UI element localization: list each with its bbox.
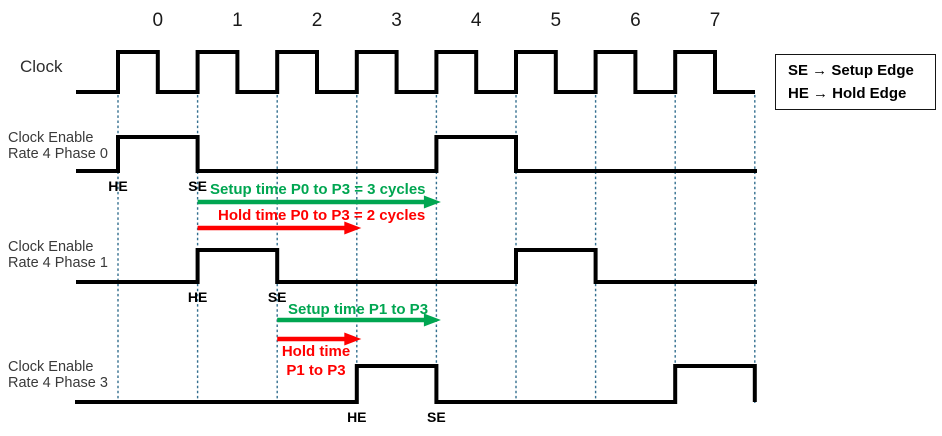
- cycle-number: 5: [550, 10, 562, 31]
- clock-enable-rate4-phase0-label-line: Rate 4 Phase 0: [8, 145, 108, 162]
- clock-label: Clock: [20, 57, 63, 77]
- legend-setup-edge-line: SE → Setup Edge: [788, 62, 914, 79]
- clock-enable-rate4-phase0-waveform: [76, 135, 757, 173]
- clock-enable-rate4-phase1-label-line: Clock Enable: [8, 239, 94, 255]
- clock-enable-rate4-phase3-label-line: Clock Enable: [8, 359, 94, 375]
- cycle-number: 3: [391, 10, 402, 31]
- clock-enable-rate4-phase0-label-line: Clock Enable: [8, 130, 94, 146]
- clock-enable-rate4-phase1-waveform: [76, 248, 757, 284]
- cycle-number: 1: [232, 10, 243, 31]
- cycle-number: 0: [152, 10, 164, 31]
- legend-box: SE → Setup Edge HE → Hold Edge: [775, 54, 936, 110]
- cycle-number: 6: [630, 10, 641, 31]
- clock-label-line: Clock: [20, 57, 63, 76]
- clock-enable-rate4-phase0-setup-edge-marker: SE: [188, 178, 207, 194]
- clock-enable-rate4-phase0-hold-edge-marker: HE: [108, 178, 128, 194]
- clock-enable-rate4-phase1-setup-edge-marker: SE: [267, 289, 287, 305]
- cycle-number: 7: [709, 10, 721, 31]
- setup-time-arrowhead: [423, 313, 441, 327]
- legend-hold-edge-line: HE → Hold Edge: [788, 85, 907, 102]
- clock-waveform: [76, 50, 755, 94]
- setup-time-label: Setup time P0 to P3 = 3 cycles: [210, 181, 426, 198]
- hold-time-arrowhead: [344, 221, 362, 235]
- setup-time-label: Setup time P1 to P3: [288, 301, 429, 318]
- hold-time-label-line: P1 to P3: [286, 361, 346, 379]
- setup-time-arrowhead: [423, 195, 441, 209]
- hold-time-label-line: Hold time: [281, 343, 351, 360]
- clock-enable-rate4-phase3-waveform: [75, 364, 757, 404]
- cycle-number: 4: [470, 10, 482, 31]
- clock-enable-rate4-phase3-label-line: Rate 4 Phase 3: [8, 374, 108, 391]
- clock-enable-rate4-phase1-hold-edge-marker: HE: [187, 289, 208, 305]
- clock-enable-rate4-phase3-hold-edge-marker: HE: [347, 409, 367, 425]
- clock-enable-rate4-phase1-label-line: Rate 4 Phase 1: [8, 254, 108, 271]
- hold-time-arrowhead: [344, 332, 362, 346]
- cycle-number: 2: [311, 10, 323, 31]
- hold-time-label: Hold time P0 to P3 = 2 cycles: [218, 207, 426, 224]
- clock-enable-rate4-phase3-setup-edge-marker: SE: [427, 409, 446, 425]
